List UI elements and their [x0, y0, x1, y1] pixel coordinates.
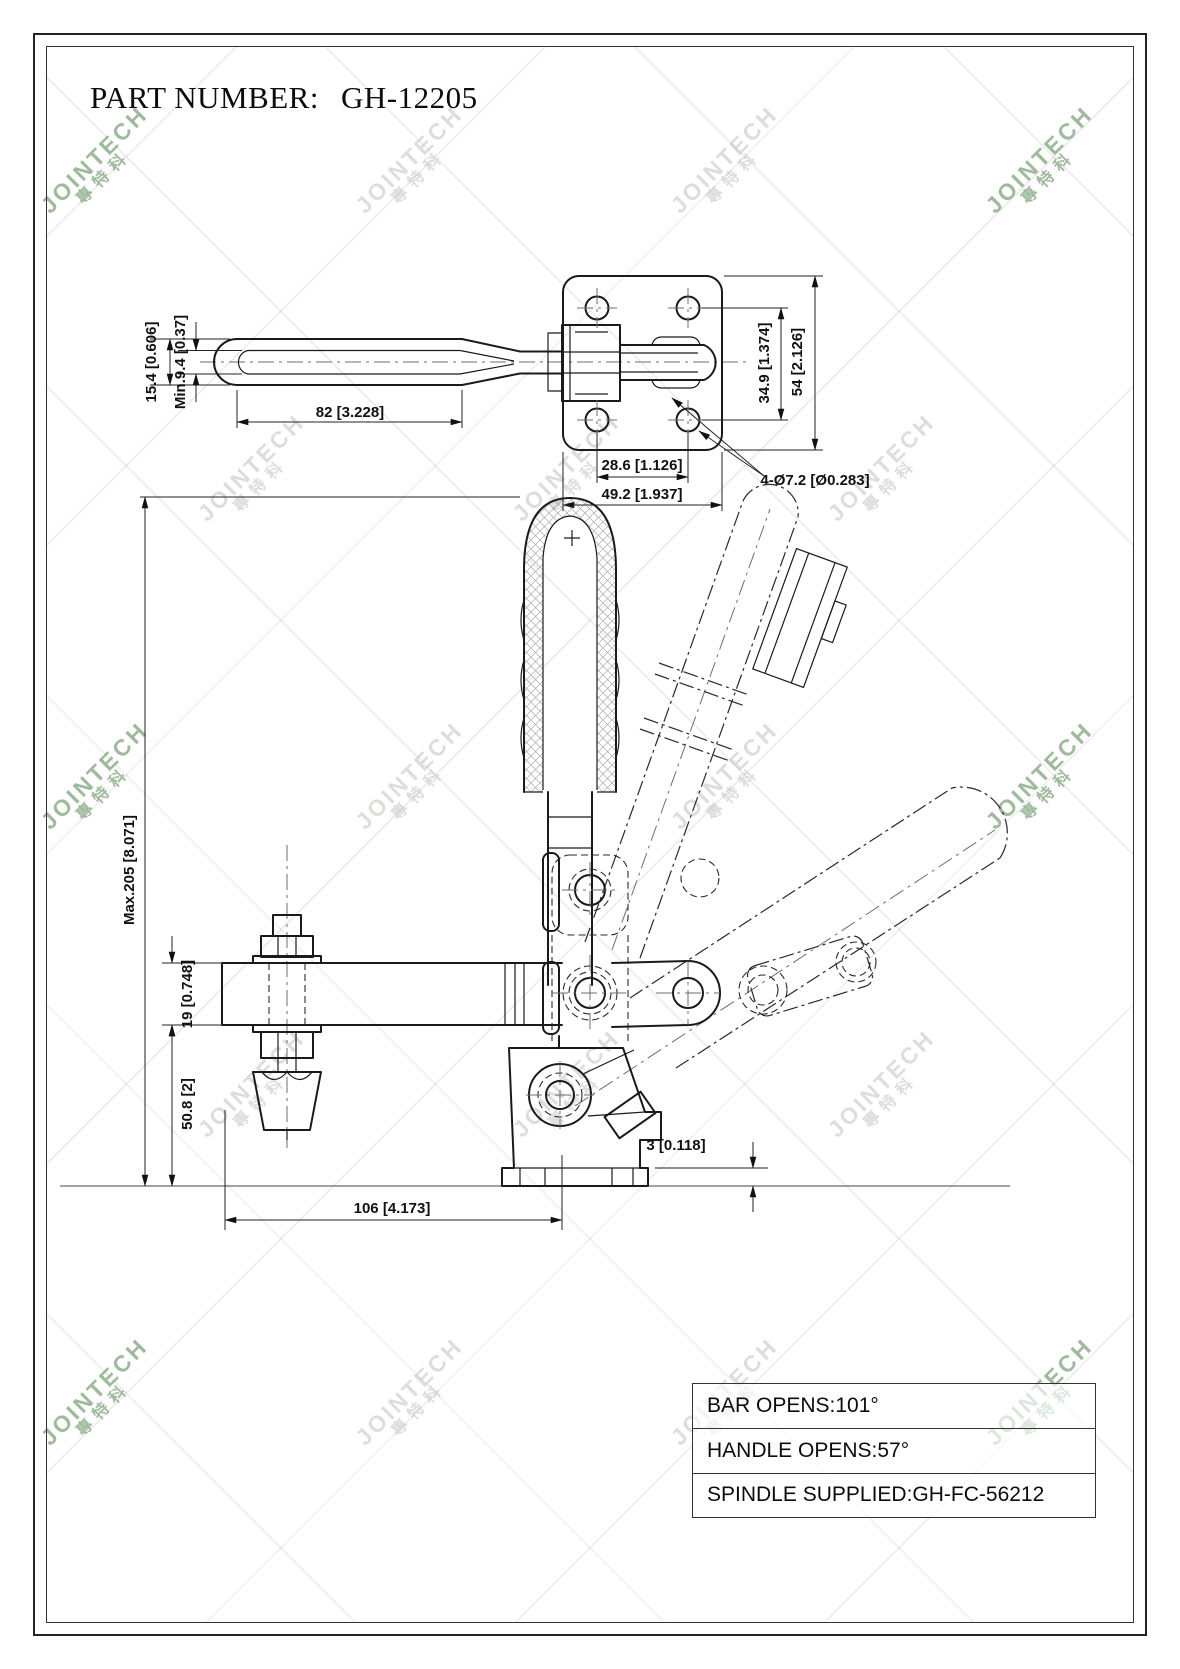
- spindle-assembly: [252, 845, 322, 1148]
- note-bar-opens-text: BAR OPENS:101°: [707, 1394, 879, 1418]
- main-view-dimension-labels: Max.205 [8.071] 19 [0.748] 50.8 [2] 106 …: [121, 815, 706, 1217]
- top-view-hold-down-bar: [213, 338, 564, 386]
- notes-table: BAR OPENS:101° HANDLE OPENS:57° SPINDLE …: [692, 1383, 1096, 1518]
- top-view-base-plate: [562, 275, 723, 451]
- clamp-arm: [221, 962, 563, 1026]
- note-handle-opens-text: HANDLE OPENS:57°: [707, 1438, 910, 1462]
- part-number-value: GH-12205: [340, 80, 478, 115]
- handle-grip: [520, 497, 620, 793]
- note-spindle-supplied: SPINDLE SUPPLIED:GH-FC-56212: [693, 1472, 1095, 1517]
- note-bar-opens: BAR OPENS:101°: [693, 1384, 1095, 1428]
- dim-hole-span-vertical: 34.9 [1.374]: [756, 323, 773, 404]
- phantom-open-positions: [574, 483, 1008, 1107]
- dim-flange-thickness: 3 [0.118]: [646, 1137, 705, 1154]
- dim-arm-thickness: 19 [0.748]: [179, 960, 196, 1028]
- main-view: Max.205 [8.071] 19 [0.748] 50.8 [2] 106 …: [60, 483, 1010, 1230]
- note-handle-opens: HANDLE OPENS:57°: [693, 1428, 1095, 1472]
- part-number-label: PART NUMBER:: [90, 80, 319, 115]
- dim-bar-length: 82 [3.228]: [316, 404, 384, 421]
- clamp-body: [501, 1035, 662, 1187]
- top-view-dimension-lines: [150, 275, 823, 511]
- dim-plate-height: 54 [2.126]: [789, 328, 806, 396]
- note-spindle-supplied-text: SPINDLE SUPPLIED:GH-FC-56212: [707, 1483, 1045, 1507]
- dim-base-length: 106 [4.173]: [354, 1200, 431, 1217]
- handle-bar: [547, 791, 593, 986]
- dim-max-height: Max.205 [8.071]: [121, 815, 138, 925]
- dim-mounting-holes: 4-Ø7.2 [Ø0.283]: [760, 472, 869, 489]
- dim-bar-width-inner: Min.9.4 [0.37]: [172, 315, 189, 409]
- top-view-mounting-holes: [577, 288, 708, 440]
- top-view-slide-block: [547, 324, 717, 402]
- dim-hole-span-horizontal: 28.6 [1.126]: [602, 457, 683, 474]
- main-view-dimension-lines: [140, 496, 768, 1230]
- part-number-title: PART NUMBER: GH-12205: [90, 80, 478, 116]
- dim-bar-width-outer: 15.4 [0.606]: [143, 322, 160, 403]
- top-view-dimension-labels: 15.4 [0.606] Min.9.4 [0.37] 82 [3.228] 3…: [143, 315, 870, 503]
- watermark-lattice: [47, 47, 1133, 1622]
- grip-center-mark: [564, 530, 580, 546]
- dim-arm-clearance: 50.8 [2]: [179, 1078, 196, 1130]
- linkage: [542, 852, 721, 1042]
- top-view: 15.4 [0.606] Min.9.4 [0.37] 82 [3.228] 3…: [143, 275, 870, 511]
- dim-plate-width: 49.2 [1.937]: [602, 486, 683, 503]
